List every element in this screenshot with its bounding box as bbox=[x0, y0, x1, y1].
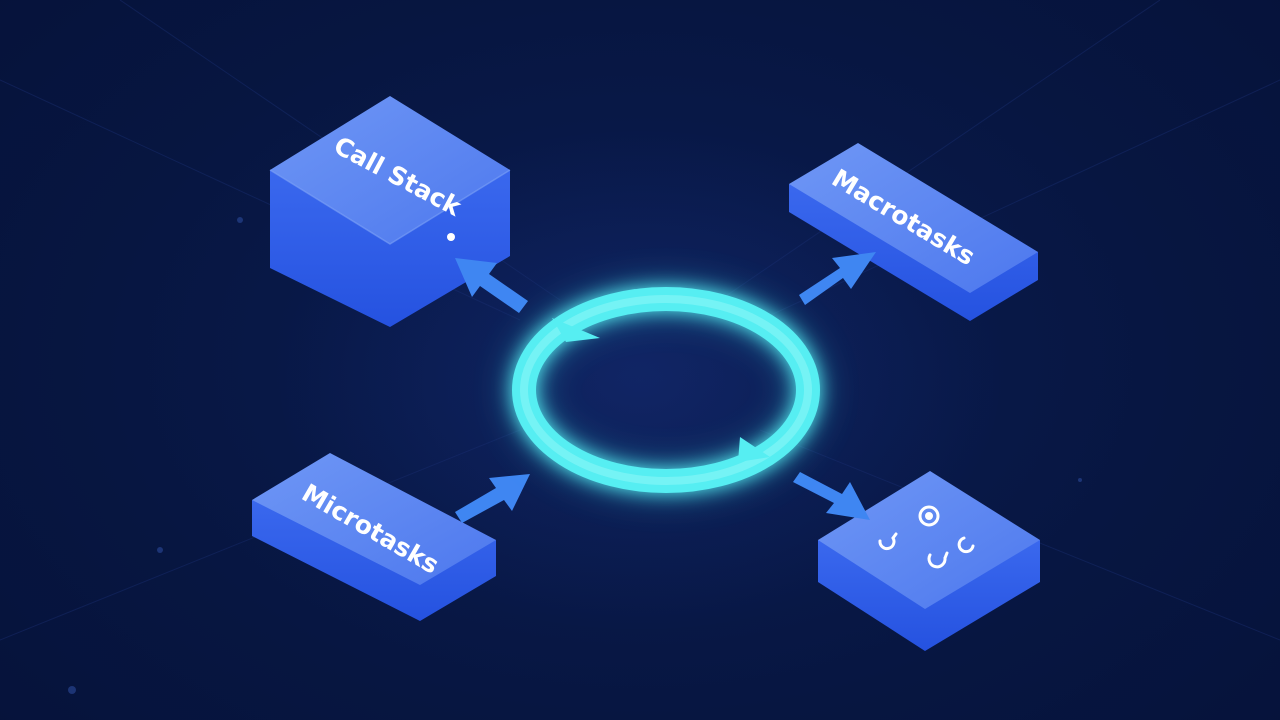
call-stack-dot bbox=[447, 233, 455, 241]
block-macrotasks: Macrotasks bbox=[789, 143, 1038, 321]
arrow-to-macrotasks bbox=[799, 252, 876, 305]
background-particles bbox=[68, 217, 1082, 694]
arrow-to-events bbox=[793, 472, 870, 520]
loop-arrow-bottom bbox=[738, 437, 770, 462]
block-events bbox=[818, 471, 1040, 651]
arrow-to-call-stack bbox=[455, 258, 528, 313]
arrow-from-microtasks bbox=[455, 474, 530, 523]
block-call-stack: Call Stack bbox=[269, 96, 511, 327]
loop-arrow-top bbox=[552, 318, 600, 342]
pointer-events-icon bbox=[878, 505, 975, 569]
background-lines bbox=[0, 0, 1280, 641]
block-microtasks: Microtasks bbox=[252, 453, 496, 621]
event-loop-ring bbox=[509, 284, 823, 496]
